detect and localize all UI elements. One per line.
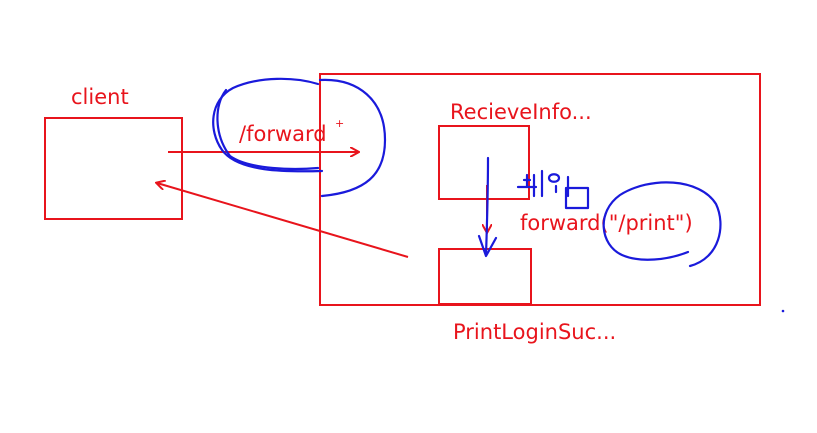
receive-servlet-box [438,125,530,200]
forward-label-circle-right [318,78,387,198]
client-box [44,117,183,220]
forward-label-circle-inner [216,88,320,171]
forward-call-circle [602,181,722,268]
forward-flow-pen-arrow [477,156,498,258]
forward-path-label: /forward [239,122,327,146]
print-servlet-box [438,248,532,305]
stray-dot [781,309,785,313]
print-servlet-label: PrintLoginSuc... [453,320,616,344]
forward-label-circle [212,77,324,173]
response-arrow [157,183,409,258]
receive-servlet-label: RecieveInfo... [450,100,592,124]
cursor-plus-mark: + [335,117,344,130]
client-label: client [71,85,129,109]
handwritten-note-icon [516,169,590,210]
server-container-box [319,73,761,306]
